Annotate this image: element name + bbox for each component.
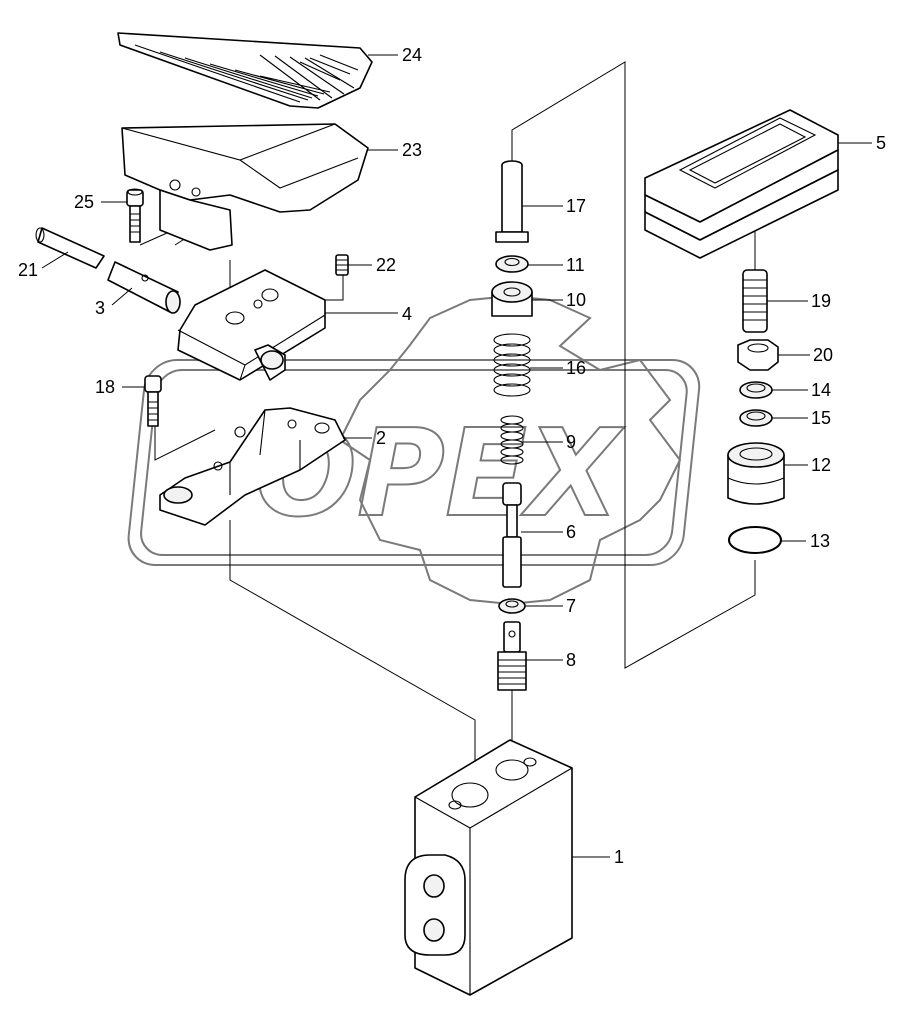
part-19-threaded-rod — [742, 269, 768, 333]
callout-17: 17 — [566, 196, 586, 216]
part-18-cap-screw — [144, 375, 162, 427]
callout-11: 11 — [566, 255, 585, 275]
part-25-cap-screw — [126, 188, 144, 243]
part-11-washer — [495, 255, 529, 273]
callout-4: 4 — [402, 304, 412, 324]
callout-13: 13 — [810, 531, 830, 551]
callout-14: 14 — [811, 380, 831, 400]
callout-25: 25 — [74, 192, 94, 212]
callout-18: 18 — [95, 377, 115, 397]
part-20-nut — [737, 339, 779, 371]
callout-15: 15 — [811, 408, 831, 428]
callout-24: 24 — [402, 45, 422, 65]
callout-5: 5 — [876, 133, 886, 153]
part-2-base-bracket — [159, 407, 346, 526]
callout-1: 1 — [614, 847, 624, 867]
part-6-spool — [502, 482, 522, 588]
callout-3: 3 — [95, 298, 105, 318]
part-1-valve-body — [404, 739, 573, 996]
callout-10: 10 — [566, 290, 586, 310]
callout-20: 20 — [813, 345, 833, 365]
part-24-pedal-pad — [117, 32, 373, 109]
callout-22: 22 — [376, 255, 396, 275]
part-4-bracket-block — [177, 269, 326, 381]
callout-leaders — [41, 54, 872, 858]
part-21-pin — [35, 227, 105, 269]
part-12-housing — [727, 442, 785, 505]
part-10-seat — [491, 281, 533, 317]
callout-7: 7 — [566, 596, 576, 616]
part-3-bushing-pin — [107, 261, 181, 314]
part-9-spring — [500, 415, 524, 465]
part-13-o-ring — [728, 526, 782, 554]
callout-9: 9 — [566, 432, 576, 452]
part-5-boot — [644, 109, 839, 259]
part-14-ring — [739, 381, 773, 399]
part-16-spring — [493, 333, 531, 397]
callout-8: 8 — [566, 650, 576, 670]
part-22-set-screw — [335, 254, 349, 276]
callout-21: 21 — [18, 260, 38, 280]
callout-16: 16 — [566, 358, 586, 378]
part-23-pedal — [121, 123, 369, 251]
part-15-ring — [739, 409, 773, 427]
part-8-plug — [497, 621, 527, 691]
callout-23: 23 — [402, 140, 422, 160]
part-7-washer — [498, 598, 526, 614]
callout-19: 19 — [811, 291, 831, 311]
callout-6: 6 — [566, 522, 576, 542]
callout-labels: 24 23 25 21 3 22 4 18 2 17 11 10 16 9 6 … — [18, 45, 886, 867]
callout-12: 12 — [811, 455, 831, 475]
part-17-plunger — [495, 160, 529, 243]
callout-2: 2 — [376, 428, 386, 448]
